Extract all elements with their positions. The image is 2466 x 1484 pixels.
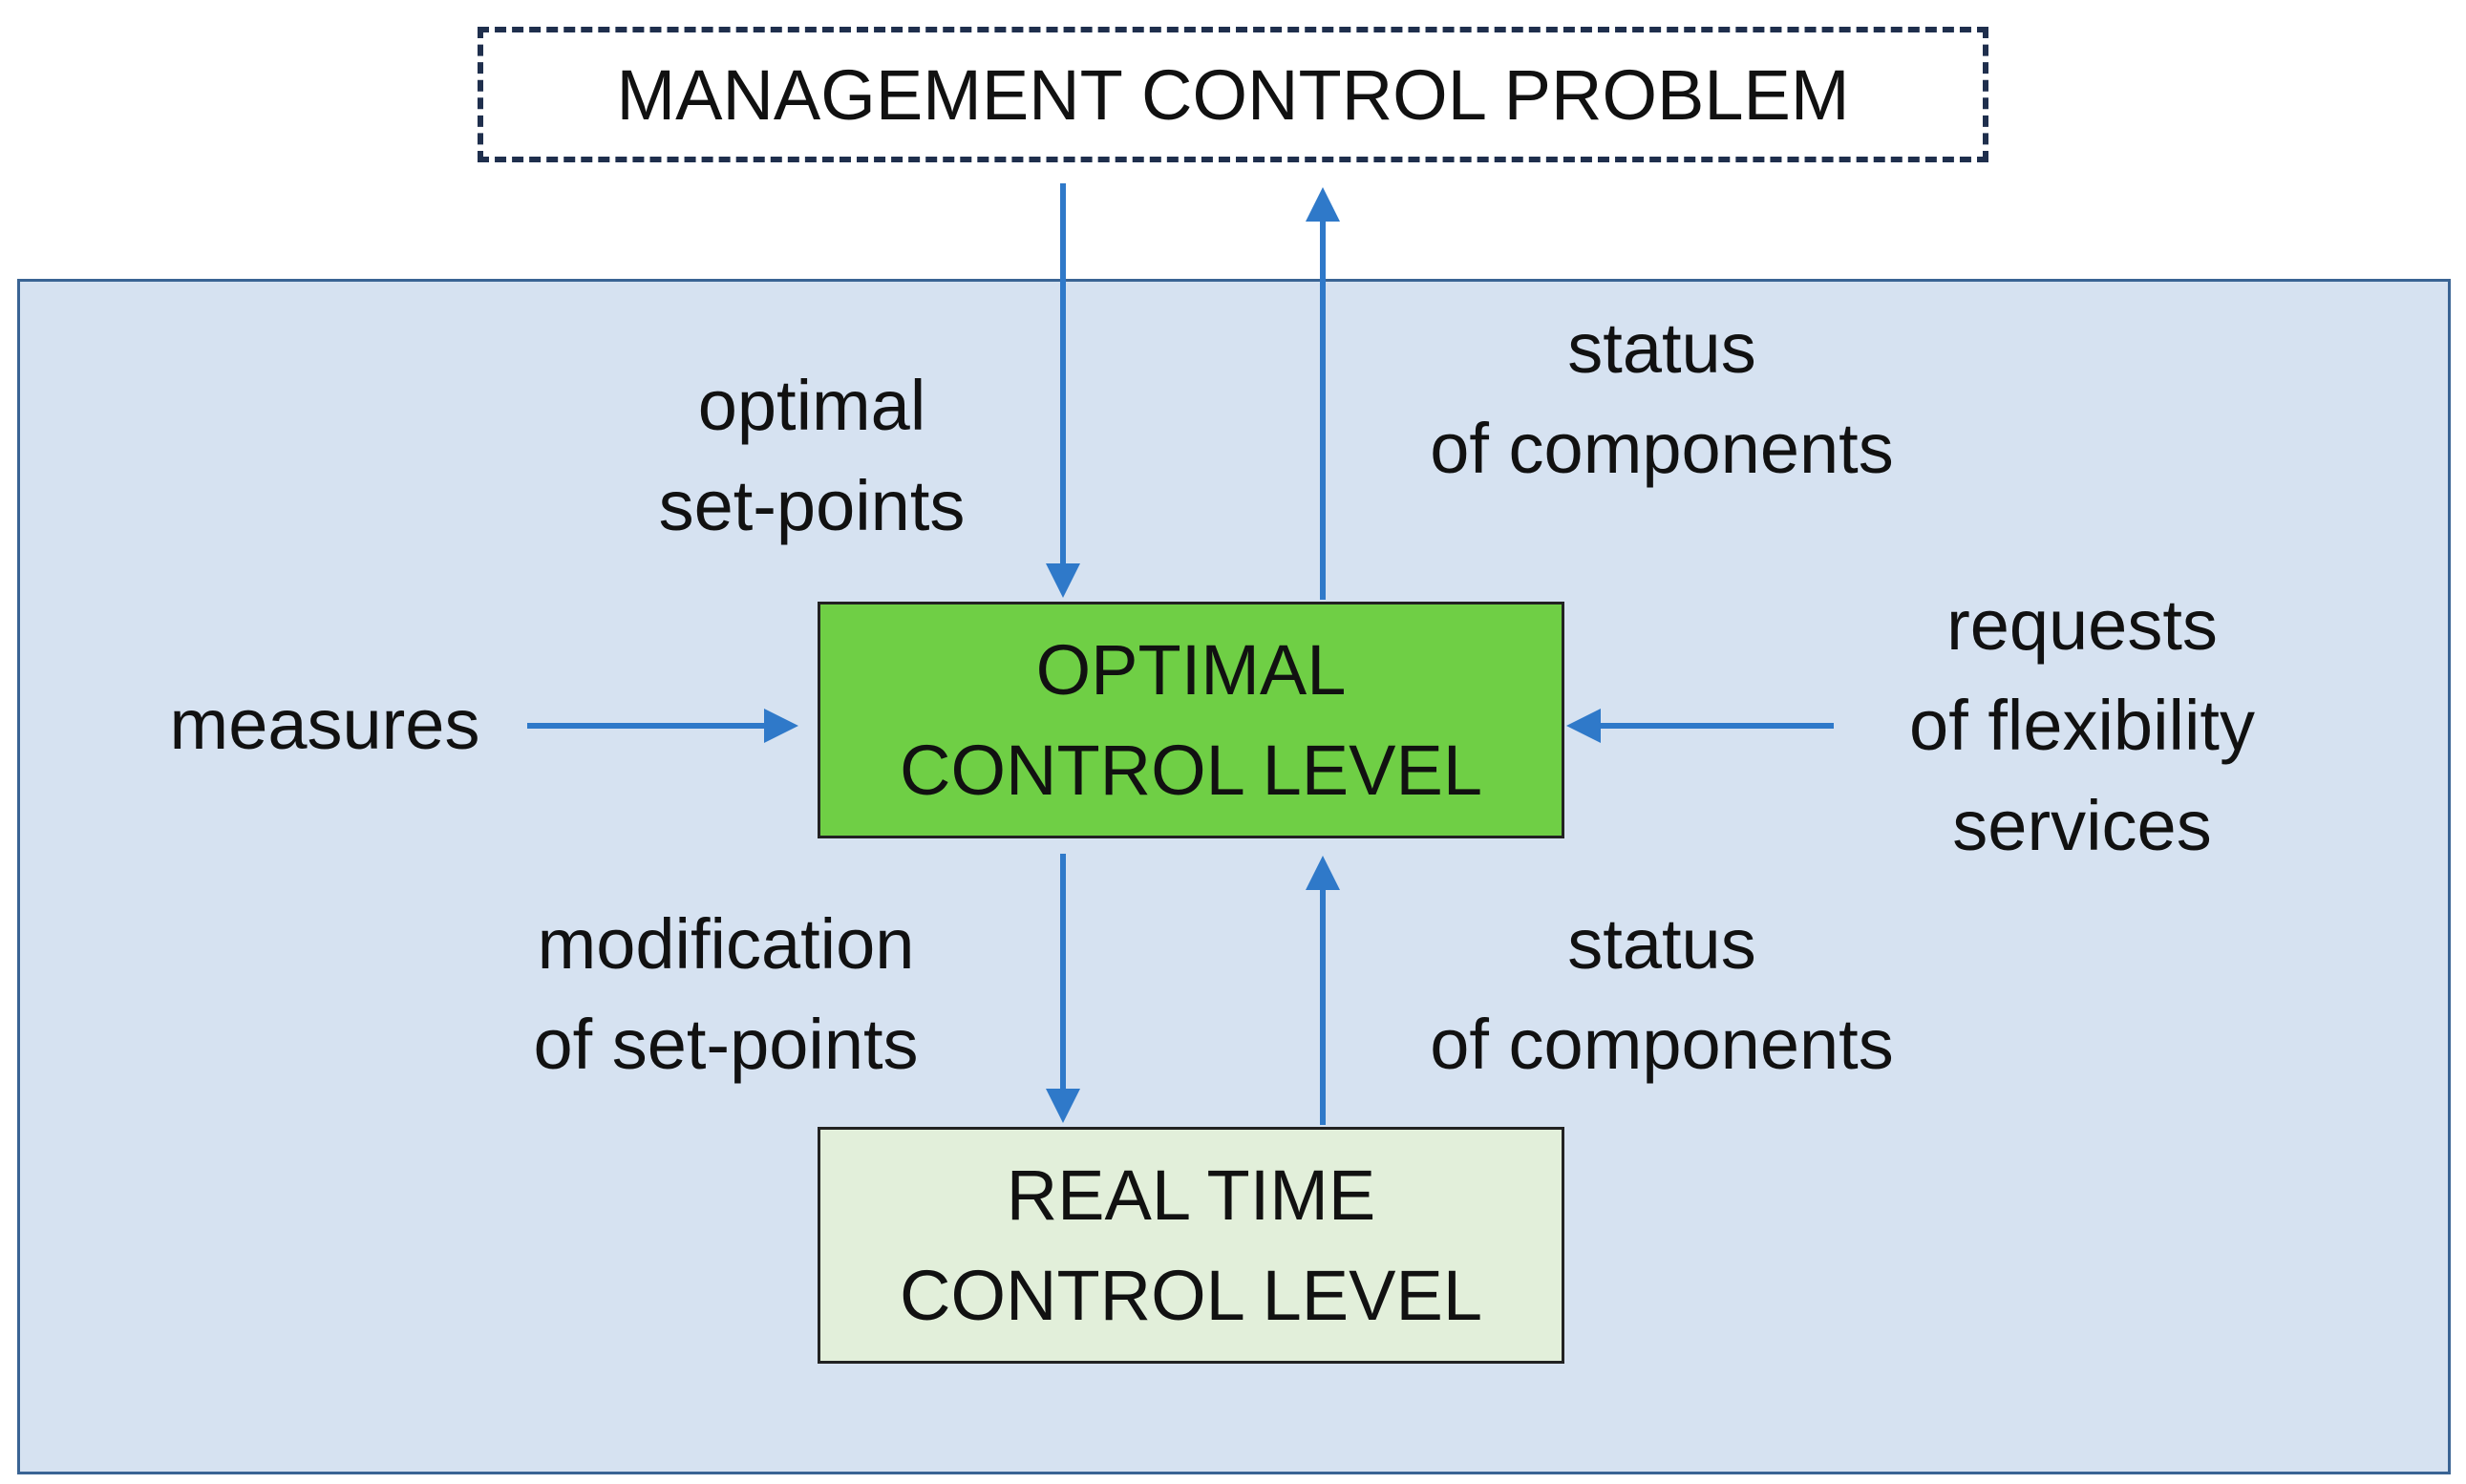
optimal-control-level-box: OPTIMAL CONTROL LEVEL [818,602,1564,838]
optimal-level-line-2: CONTROL LEVEL [900,731,1482,810]
label-modification: modification of set-points [533,904,919,1085]
management-control-problem-label: MANAGEMENT CONTROL PROBLEM [616,54,1850,135]
label-optimal-setpoints: optimal set-points [658,366,966,546]
label-status-upper: status of components [1430,308,1894,489]
realtime-level-line-2: CONTROL LEVEL [900,1256,1482,1335]
label-status-lower: status of components [1430,904,1894,1085]
management-control-problem-box: MANAGEMENT CONTROL PROBLEM [478,27,1988,162]
real-time-control-level-box: REAL TIME CONTROL LEVEL [818,1127,1564,1364]
label-requests: requests of flexibility services [1909,585,2255,866]
optimal-level-line-1: OPTIMAL [1035,629,1347,710]
realtime-level-line-1: REAL TIME [1006,1155,1376,1235]
label-measures: measures [169,685,480,764]
